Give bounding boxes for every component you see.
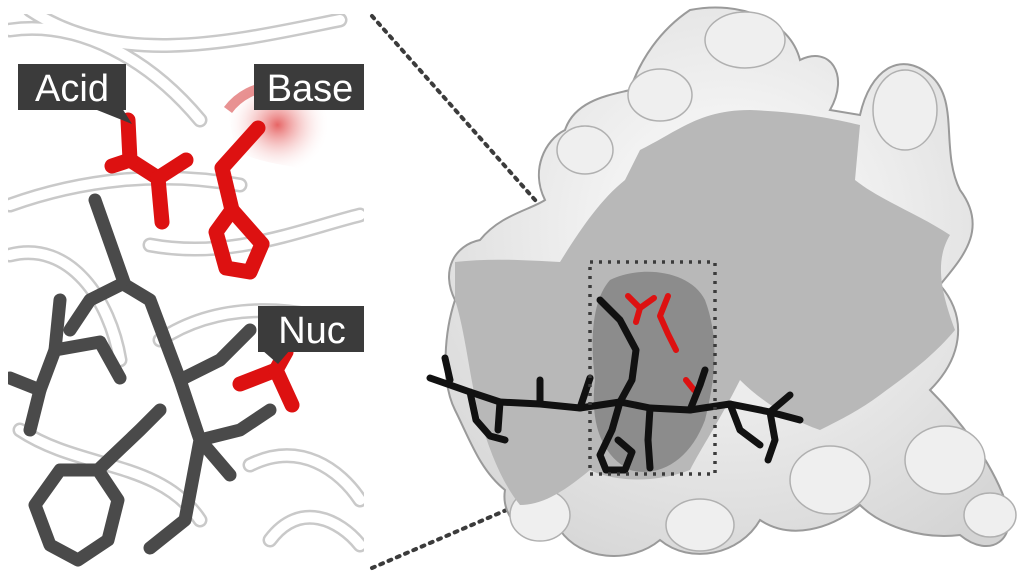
ligand-peptide-sticks [426, 296, 804, 474]
label-acid-text: Acid [35, 68, 109, 110]
zoom-region-box [588, 260, 717, 476]
protein-surface-cutaway [426, 6, 1017, 557]
label-nuc-text: Nuc [278, 310, 346, 352]
pocket-catalytic-residues [625, 293, 697, 393]
zoom-inset-panel: Acid Base Nuc [8, 14, 364, 570]
label-acid: Acid [18, 64, 132, 124]
bound-ligand-sticks [8, 193, 277, 567]
label-base-text: Base [267, 68, 354, 110]
catalytic-residue-base [208, 120, 270, 280]
label-nuc: Nuc [258, 306, 364, 364]
label-base: Base [254, 64, 364, 110]
catalytic-residue-acid [104, 112, 194, 230]
